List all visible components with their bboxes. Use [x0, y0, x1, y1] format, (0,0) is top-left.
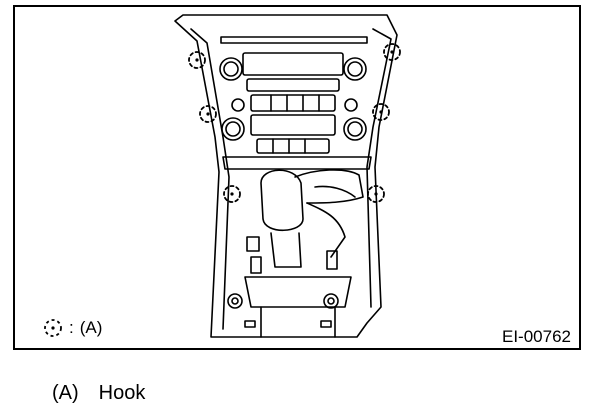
storage-tray [222, 156, 372, 170]
console-inner-edge [190, 28, 392, 330]
diagram-frame: : (A) EI-00762 [13, 5, 581, 350]
hook-icon [44, 319, 62, 337]
shift-gate [244, 236, 352, 338]
caption-key: (A) [52, 382, 79, 404]
figure-code: EI-00762 [502, 327, 571, 346]
console-outline [174, 14, 398, 338]
center-console-drawing [174, 14, 401, 338]
caption: (A) Hook [52, 382, 145, 405]
hook-icon [188, 51, 206, 69]
hook-icon [383, 43, 401, 61]
audio-unit [220, 36, 368, 154]
legend-label: (A) [79, 318, 103, 337]
lower-buttons [227, 293, 339, 328]
hook-markers [188, 43, 401, 203]
hook-icon [223, 185, 241, 203]
hook-icon [367, 185, 385, 203]
legend-separator: : [69, 318, 74, 337]
hook-icon [199, 105, 217, 123]
hook-icon [372, 103, 390, 121]
caption-text: Hook [98, 382, 146, 404]
knobs [219, 57, 367, 141]
legend: : (A) [43, 318, 102, 338]
shift-lever [260, 169, 364, 268]
hook-marker-dots [195, 50, 394, 196]
